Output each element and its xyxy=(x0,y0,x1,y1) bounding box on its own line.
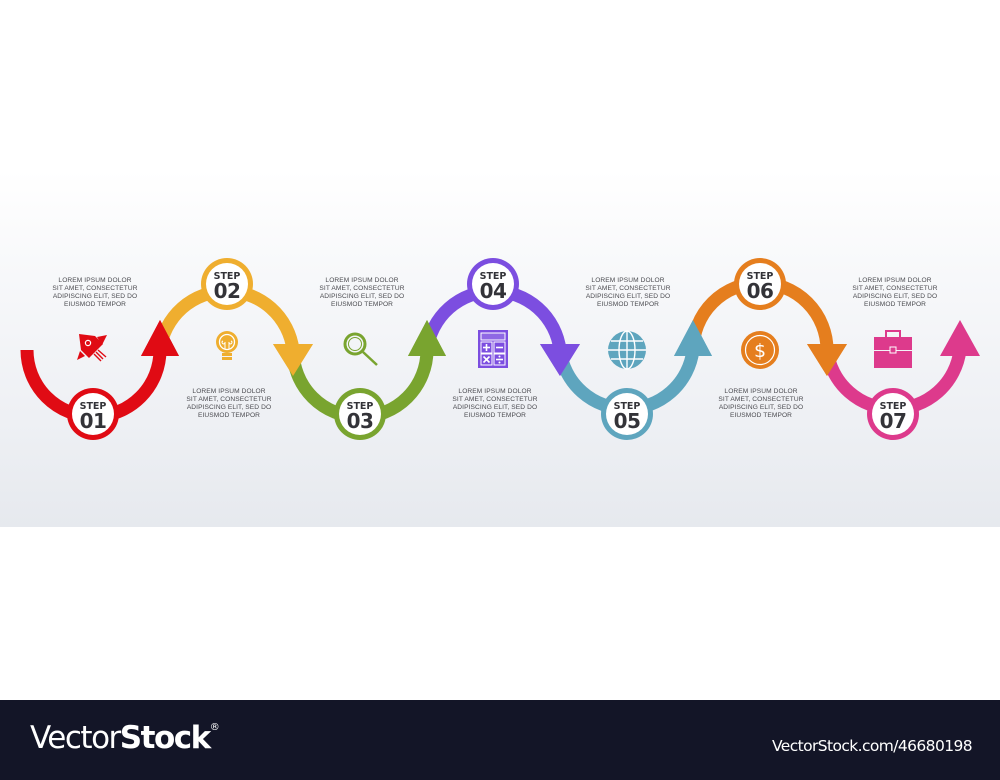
step-4-badge: STEP 04 xyxy=(471,272,515,301)
lightbulb-icon xyxy=(216,331,238,360)
registered-mark: ® xyxy=(209,722,220,733)
desc-line: LOREM IPSUM DOLOR xyxy=(58,277,132,284)
desc-line: LOREM IPSUM DOLOR xyxy=(325,277,399,284)
step-3-badge: STEP 03 xyxy=(338,402,382,431)
rocket-icon xyxy=(77,334,107,362)
desc-line: LOREM IPSUM DOLOR xyxy=(192,388,266,395)
step-circles xyxy=(67,258,919,440)
step-5-description: LOREM IPSUM DOLOR SIT AMET, CONSECTETUR … xyxy=(573,277,683,309)
step-5-badge: STEP 05 xyxy=(605,402,649,431)
desc-line: ADIPISCING ELIT, SED DO xyxy=(852,293,938,300)
step-word: STEP xyxy=(213,271,241,282)
svg-text:$: $ xyxy=(754,340,766,362)
desc-line: EIUSMOD TEMPOR xyxy=(863,301,927,308)
step-7-description: LOREM IPSUM DOLOR SIT AMET, CONSECTETUR … xyxy=(840,277,950,309)
step-word: STEP xyxy=(879,401,907,412)
desc-line: ADIPISCING ELIT, SED DO xyxy=(52,293,138,300)
step-word: STEP xyxy=(346,401,374,412)
vectorstock-logo[interactable]: VectorStock® xyxy=(30,720,220,756)
step-2-badge: STEP 02 xyxy=(205,272,249,301)
step-word: STEP xyxy=(613,401,641,412)
briefcase-icon xyxy=(874,330,912,368)
step-number: 03 xyxy=(346,409,374,433)
step-number: 05 xyxy=(613,409,641,433)
desc-line: SIT AMET, CONSECTETUR xyxy=(452,396,538,403)
desc-line: ADIPISCING ELIT, SED DO xyxy=(319,293,405,300)
step-number: 06 xyxy=(746,279,774,303)
step-word: STEP xyxy=(746,271,774,282)
desc-line: SIT AMET, CONSECTETUR xyxy=(718,396,804,403)
step-1-description: LOREM IPSUM DOLOR SIT AMET, CONSECTETUR … xyxy=(40,277,150,309)
step-number: 01 xyxy=(79,409,107,433)
step-6-badge: STEP 06 xyxy=(738,272,782,301)
globe-icon xyxy=(608,330,646,370)
image-id-link[interactable]: VectorStock.com/46680198 xyxy=(771,737,973,755)
desc-line: EIUSMOD TEMPOR xyxy=(330,301,394,308)
footer-bar xyxy=(0,700,1000,780)
desc-line: EIUSMOD TEMPOR xyxy=(463,412,527,419)
desc-line: LOREM IPSUM DOLOR xyxy=(458,388,532,395)
step-2-description: LOREM IPSUM DOLOR SIT AMET, CONSECTETUR … xyxy=(174,388,284,420)
step-3-description: LOREM IPSUM DOLOR SIT AMET, CONSECTETUR … xyxy=(307,277,417,309)
desc-line: LOREM IPSUM DOLOR xyxy=(724,388,798,395)
desc-line: SIT AMET, CONSECTETUR xyxy=(585,285,671,292)
desc-line: SIT AMET, CONSECTETUR xyxy=(319,285,405,292)
step-6-description: LOREM IPSUM DOLOR SIT AMET, CONSECTETUR … xyxy=(706,388,816,420)
desc-line: LOREM IPSUM DOLOR xyxy=(591,277,665,284)
brand-bold: Stock xyxy=(119,720,211,756)
step-number: 02 xyxy=(213,279,241,303)
calculator-icon xyxy=(478,330,508,368)
desc-line: ADIPISCING ELIT, SED DO xyxy=(585,293,671,300)
desc-line: ADIPISCING ELIT, SED DO xyxy=(718,404,804,411)
step-1-badge: STEP 01 xyxy=(71,402,115,431)
desc-line: LOREM IPSUM DOLOR xyxy=(858,277,932,284)
desc-line: SIT AMET, CONSECTETUR xyxy=(52,285,138,292)
desc-line: EIUSMOD TEMPOR xyxy=(197,412,261,419)
step-word: STEP xyxy=(479,271,507,282)
step-1-arrowhead xyxy=(141,320,179,356)
step-7-badge: STEP 07 xyxy=(871,402,915,431)
step-4-description: LOREM IPSUM DOLOR SIT AMET, CONSECTETUR … xyxy=(440,388,550,420)
dollar-coin-icon: $ xyxy=(741,331,779,369)
desc-line: EIUSMOD TEMPOR xyxy=(729,412,793,419)
brand-light: Vector xyxy=(30,720,121,756)
desc-line: SIT AMET, CONSECTETUR xyxy=(852,285,938,292)
desc-line: SIT AMET, CONSECTETUR xyxy=(186,396,272,403)
wave-arrow-diagram: $ xyxy=(20,258,980,440)
desc-line: ADIPISCING ELIT, SED DO xyxy=(186,404,272,411)
desc-line: ADIPISCING ELIT, SED DO xyxy=(452,404,538,411)
desc-line: EIUSMOD TEMPOR xyxy=(63,301,127,308)
step-number: 04 xyxy=(479,279,507,303)
magnifier-icon xyxy=(343,332,378,366)
desc-line: EIUSMOD TEMPOR xyxy=(596,301,660,308)
step-word: STEP xyxy=(79,401,107,412)
step-number: 07 xyxy=(879,409,907,433)
